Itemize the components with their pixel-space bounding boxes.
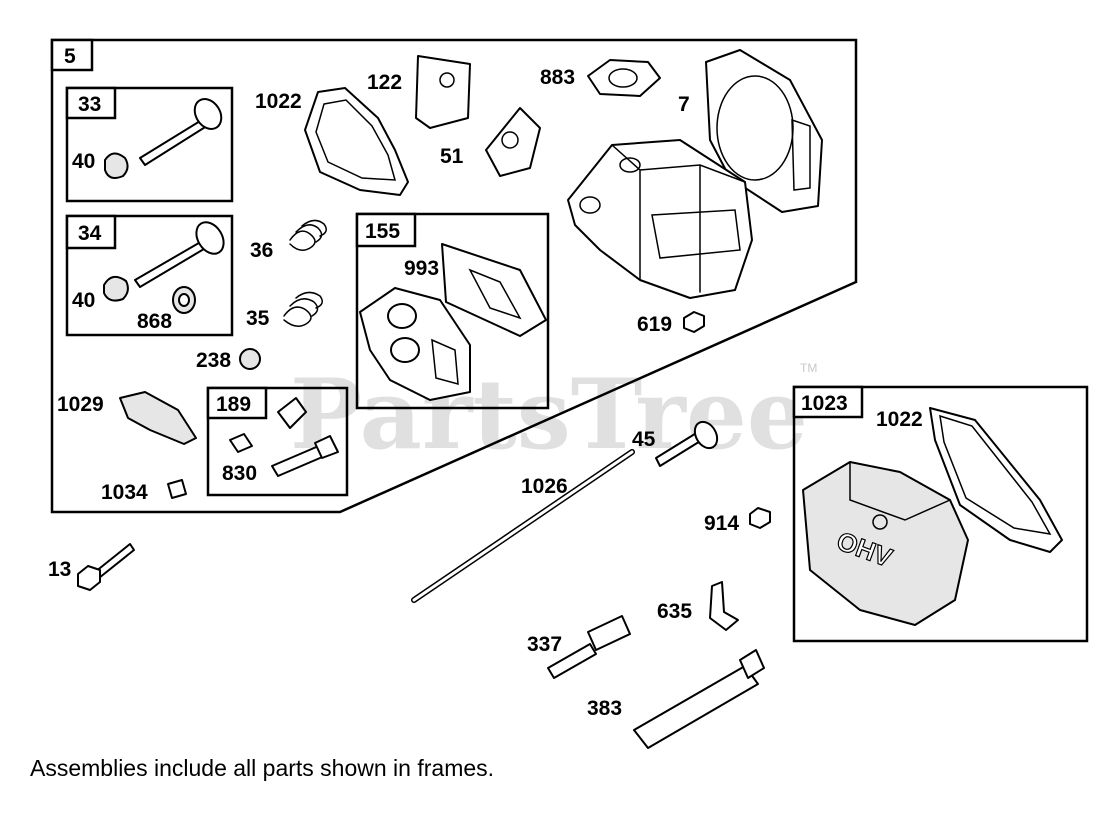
frame-155-label[interactable]: 155 xyxy=(365,220,400,243)
frame-33-label[interactable]: 33 xyxy=(78,93,101,116)
part-label-122[interactable]: 122 xyxy=(367,71,402,94)
clip-1034-drawing[interactable] xyxy=(167,479,187,499)
frame-5 xyxy=(50,38,858,514)
part-label-914[interactable]: 914 xyxy=(704,512,739,535)
part-label-830[interactable]: 830 xyxy=(222,462,257,485)
part-label-619[interactable]: 619 xyxy=(637,313,672,336)
part-label-45[interactable]: 45 xyxy=(632,428,656,451)
frame-155-tag xyxy=(355,212,417,248)
part-label-35[interactable]: 35 xyxy=(246,307,270,330)
rocker-cover-gasket-drawing[interactable] xyxy=(304,87,409,196)
rocker-cover-drawing[interactable] xyxy=(802,407,1063,626)
frame-1023-tag xyxy=(792,385,864,419)
valve-spring-36-drawing[interactable] xyxy=(289,219,327,251)
part-label-883[interactable]: 883 xyxy=(540,66,575,89)
frame-189 xyxy=(206,386,349,497)
part-label-1022b[interactable]: 1022 xyxy=(876,408,923,431)
part-label-383[interactable]: 383 xyxy=(587,697,622,720)
plug-238-drawing[interactable] xyxy=(239,348,261,370)
intake-valve-drawing[interactable] xyxy=(104,94,227,179)
part-label-13[interactable]: 13 xyxy=(48,558,71,581)
part-label-7[interactable]: 7 xyxy=(678,93,690,116)
frame-1023-label[interactable]: 1023 xyxy=(801,392,848,415)
frame-34-tag xyxy=(65,214,117,250)
elbow-635-drawing[interactable] xyxy=(709,581,739,631)
bolt-13-drawing[interactable] xyxy=(77,543,135,591)
gasket-883-drawing[interactable] xyxy=(587,59,661,97)
frame-34-label[interactable]: 34 xyxy=(78,222,102,245)
part-label-635[interactable]: 635 xyxy=(657,600,692,623)
frame-1023 xyxy=(792,385,1089,643)
frame-5-label[interactable]: 5 xyxy=(64,45,76,68)
breather-cover-drawing[interactable] xyxy=(119,391,197,445)
tool-383-drawing[interactable] xyxy=(633,649,765,749)
part-label-868[interactable]: 868 xyxy=(137,310,172,333)
part-label-36[interactable]: 36 xyxy=(250,239,273,262)
plate-122-drawing[interactable] xyxy=(415,55,471,129)
part-label-1029[interactable]: 1029 xyxy=(57,393,104,416)
exhaust-valve-drawing[interactable] xyxy=(103,217,229,314)
screw-619-drawing[interactable] xyxy=(683,311,705,333)
watermark-tm: TM xyxy=(800,361,817,375)
part-label-51[interactable]: 51 xyxy=(440,145,464,168)
part-label-1034[interactable]: 1034 xyxy=(101,481,148,504)
part-label-40a[interactable]: 40 xyxy=(72,150,95,173)
part-label-993[interactable]: 993 xyxy=(404,257,439,280)
frame-5-tag xyxy=(50,38,94,72)
part-label-337[interactable]: 337 xyxy=(527,633,562,656)
valve-45-drawing[interactable] xyxy=(655,418,722,467)
cylinder-head-drawing[interactable] xyxy=(567,139,753,299)
frame-155 xyxy=(355,212,550,410)
frame-33-tag xyxy=(65,86,117,120)
part-label-1026[interactable]: 1026 xyxy=(521,475,568,498)
footnote: Assemblies include all parts shown in fr… xyxy=(30,755,495,781)
valve-spring-35-drawing[interactable] xyxy=(283,291,323,327)
screw-914-drawing[interactable] xyxy=(749,507,771,529)
breather-tube-drawing[interactable] xyxy=(229,397,339,477)
gasket-51-drawing[interactable] xyxy=(485,107,541,177)
part-label-238[interactable]: 238 xyxy=(196,349,231,372)
frame-189-label[interactable]: 189 xyxy=(216,393,251,416)
gasket-set-drawing[interactable] xyxy=(359,243,547,401)
part-label-40b[interactable]: 40 xyxy=(72,289,95,312)
spark-plug-drawing[interactable] xyxy=(547,615,631,679)
part-label-1022a[interactable]: 1022 xyxy=(255,90,302,113)
frame-34 xyxy=(65,214,234,337)
frame-33 xyxy=(65,86,234,203)
frame-189-tag xyxy=(206,386,268,420)
